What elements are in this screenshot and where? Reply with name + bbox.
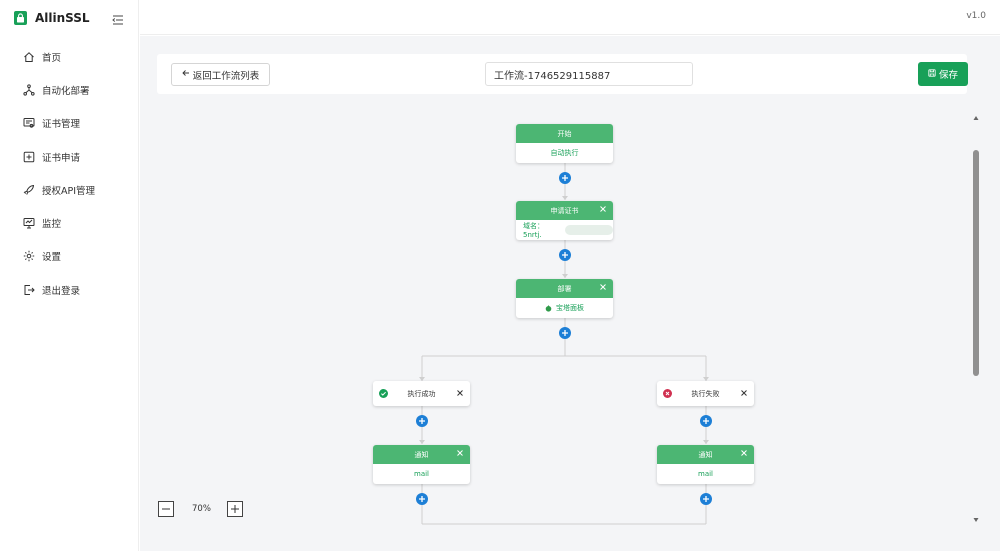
sidebar-item-api-manage[interactable]: 授权API管理 [0,173,139,206]
apply-cert-node-body: 域名：5nrtj. [523,222,544,239]
minus-icon [162,508,170,510]
apply-cert-node[interactable]: 申请证书 域名：5nrtj. [516,201,613,240]
save-button-label: 保存 [938,70,958,81]
gear-icon [23,251,35,262]
workflow-toolbar: 返回工作流列表 工作流-1746529115887 保存 [157,54,968,94]
workflow-name-input[interactable]: 工作流-1746529115887 [485,62,693,86]
baota-panel-icon [545,305,552,312]
zoom-in-button[interactable] [227,501,243,517]
app-name: AllinSSL [35,11,90,25]
sidebar: AllinSSL 首页 自动化部署 证书管理 证书申请 授权API管理 监控 [0,0,139,551]
home-icon [24,51,34,62]
add-node-button[interactable] [559,172,571,184]
brand: AllinSSL [14,10,90,26]
plus-icon [419,496,425,502]
workflow-canvas[interactable]: 开始 自动执行 申请证书 域名：5nrtj. 部署 [157,94,967,551]
workflow-icon [23,84,35,96]
sidebar-item-cert-manage[interactable]: 证书管理 [0,107,139,140]
add-square-icon [23,151,35,162]
notify-fail-title: 通知 [698,450,713,459]
sidebar-item-label: 首页 [42,52,62,64]
success-branch-title: 执行成功 [407,389,436,398]
scroll-arrows [973,116,979,522]
notify-success-title: 通知 [414,450,429,459]
error-circle-icon [663,389,672,398]
sidebar-nav: 首页 自动化部署 证书管理 证书申请 授权API管理 监控 设置 退出登录 [0,40,139,306]
notify-success-body: mail [414,470,429,478]
sidebar-item-label: 证书申请 [42,152,81,164]
add-node-button[interactable] [700,493,712,505]
back-button-label: 返回工作流列表 [192,70,260,82]
add-node-button[interactable] [416,415,428,427]
blurred-domain [565,225,613,235]
rocket-icon [23,184,35,195]
sidebar-item-logout[interactable]: 退出登录 [0,273,139,306]
back-to-list-button[interactable]: 返回工作流列表 [171,63,270,86]
top-bar: v1.0 [140,0,1000,35]
apply-cert-node-title: 申请证书 [550,206,579,215]
main-content: 返回工作流列表 工作流-1746529115887 保存 [140,36,1000,551]
notify-fail-node[interactable]: 通知 mail [657,445,754,484]
certificate-icon [23,118,35,128]
add-node-button[interactable] [559,249,571,261]
fail-branch-node[interactable]: 执行失败 [657,381,754,406]
zoom-level: 70% [192,504,211,514]
canvas-scrollbar[interactable] [970,110,984,530]
save-button[interactable]: 保存 [918,62,968,86]
sidebar-item-label: 证书管理 [42,119,81,131]
add-node-button[interactable] [700,415,712,427]
deploy-node[interactable]: 部署 宝塔面板 [516,279,613,318]
sidebar-item-label: 设置 [42,252,62,264]
notify-success-node[interactable]: 通知 mail [373,445,470,484]
zoom-out-button[interactable] [158,501,174,517]
plus-icon [419,418,425,424]
close-icon[interactable] [456,449,464,457]
sidebar-item-settings[interactable]: 设置 [0,240,139,273]
save-icon [928,68,936,80]
close-icon[interactable] [599,283,607,291]
deploy-node-body: 宝塔面板 [556,304,584,312]
close-icon[interactable] [599,205,607,213]
sidebar-item-label: 授权API管理 [42,185,96,197]
plus-icon [703,496,709,502]
sidebar-item-label: 监控 [42,219,62,231]
success-branch-node[interactable]: 执行成功 [373,381,470,406]
monitor-icon [23,218,35,229]
notify-fail-body: mail [698,470,713,478]
close-icon[interactable] [740,389,748,397]
logout-icon [24,284,35,295]
version-label: v1.0 [966,11,986,21]
close-icon[interactable] [740,449,748,457]
check-circle-icon [379,389,388,398]
start-node-body: 自动执行 [550,149,579,157]
start-node[interactable]: 开始 自动执行 [516,124,613,163]
add-node-button[interactable] [416,493,428,505]
sidebar-item-label: 退出登录 [42,285,81,297]
plus-icon [562,330,568,336]
plus-icon [231,505,239,513]
arrow-left-icon [182,69,190,80]
add-node-button[interactable] [559,327,571,339]
sidebar-item-monitor[interactable]: 监控 [0,206,139,239]
deploy-node-title: 部署 [557,284,572,293]
close-icon[interactable] [456,389,464,397]
plus-icon [562,252,568,258]
lock-logo-icon [14,11,27,25]
sidebar-item-cert-apply[interactable]: 证书申请 [0,140,139,173]
sidebar-item-label: 自动化部署 [42,85,90,97]
sidebar-item-home[interactable]: 首页 [0,40,139,73]
plus-icon [562,175,568,181]
fail-branch-title: 执行失败 [691,389,720,398]
sidebar-item-auto-deploy[interactable]: 自动化部署 [0,73,139,106]
start-node-title: 开始 [516,124,613,143]
scrollbar-thumb[interactable] [973,150,979,376]
plus-icon [703,418,709,424]
collapse-menu-icon[interactable] [112,11,124,25]
